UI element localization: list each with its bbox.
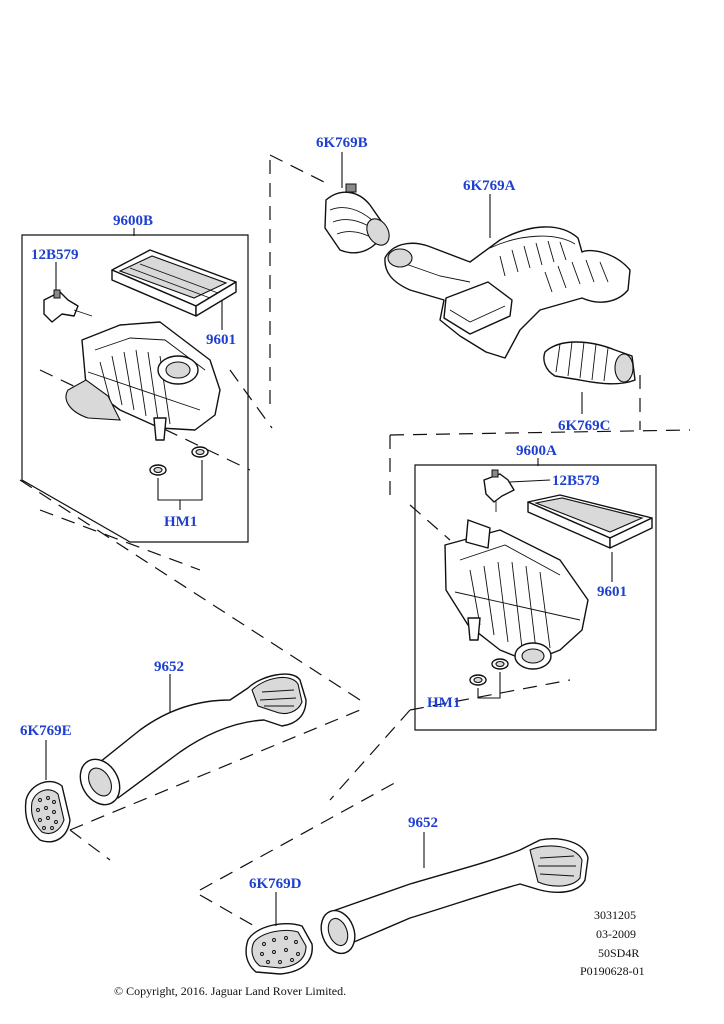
callout-6K769E: 6K769E (20, 723, 72, 739)
air-cleaner-left-box (21, 234, 249, 543)
air-cleaner-right-part (444, 519, 589, 670)
callout-6K769C: 6K769C (558, 418, 611, 434)
air-cleaner-right-box (414, 464, 657, 731)
copyright-text: © Copyright, 2016. Jaguar Land Rover Lim… (114, 984, 346, 998)
mount-left-parts (149, 446, 209, 476)
ref-line-3: 50SD4R (598, 946, 639, 960)
callout-12B579-left: 12B579 (31, 247, 79, 263)
callout-9652-upper: 9652 (154, 659, 184, 675)
grille-lower-part (245, 922, 313, 975)
grille-upper-part (24, 781, 71, 843)
callout-6K769D: 6K769D (249, 876, 302, 892)
callout-9600A: 9600A (516, 443, 557, 459)
inlet-duct-upper-part (79, 673, 307, 806)
assembly-lines (19, 154, 691, 936)
filter-left-part (111, 249, 237, 317)
front-hose-part (324, 183, 390, 254)
air-cleaner-left-part (65, 321, 221, 441)
callout-labels: 6K769B 6K769A 6K769C 9600B 12B579 9601 H… (20, 135, 627, 892)
callout-HM1-right: HM1 (427, 695, 460, 711)
intake-duct-part (384, 226, 631, 359)
ref-line-1: 3031205 (594, 908, 636, 922)
filter-right-part (527, 494, 653, 549)
callout-HM1-left: HM1 (164, 514, 197, 530)
callout-9601-right: 9601 (597, 584, 627, 600)
callout-9600B: 9600B (113, 213, 153, 229)
sensor-right-part (483, 469, 515, 512)
callout-9601-left: 9601 (206, 332, 236, 348)
callout-6K769A: 6K769A (463, 178, 516, 194)
mount-right-parts (469, 658, 509, 686)
sensor-left-part (43, 289, 93, 323)
leader-lines (45, 152, 613, 926)
ref-line-4: P0190628-01 (580, 964, 645, 978)
ref-line-2: 03-2009 (596, 927, 636, 941)
callout-12B579-right: 12B579 (552, 473, 600, 489)
callout-9652-lower: 9652 (408, 815, 438, 831)
inlet-duct-lower-part (320, 838, 589, 955)
reference-info: 3031205 03-2009 50SD4R P0190628-01 (580, 908, 645, 978)
callout-6K769B: 6K769B (316, 135, 368, 151)
rear-hose-part (543, 341, 636, 385)
